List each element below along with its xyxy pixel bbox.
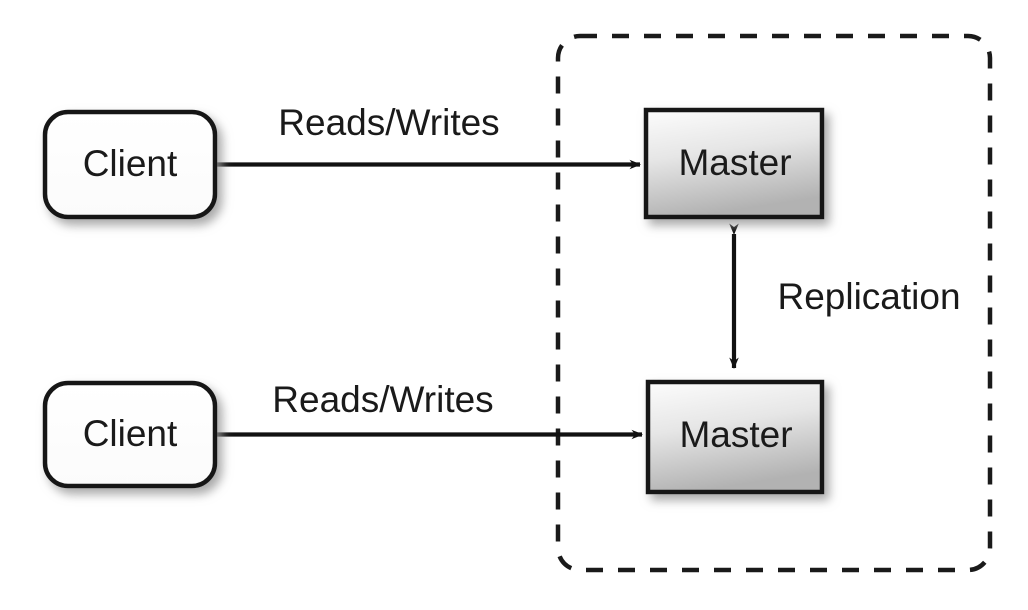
master-top-box[interactable] [643,107,825,220]
master-top-label: Master [678,142,791,183]
node-client-top[interactable]: Client [42,109,218,220]
master-bottom-box[interactable] [645,379,825,495]
client-top-box[interactable] [42,109,218,220]
edge-label-reads-writes-bottom: Reads/Writes [272,379,493,420]
master-bottom-label: Master [679,414,792,455]
node-master-top[interactable]: Master [643,107,825,220]
node-client-bottom[interactable]: Client [42,380,218,489]
edge-label-reads-writes-top: Reads/Writes [278,102,499,143]
client-top-label: Client [83,143,178,184]
replication-cluster-boundary [555,33,993,573]
client-bottom-box[interactable] [42,380,218,489]
node-master-bottom[interactable]: Master [645,379,825,495]
edge-label-replication: Replication [777,276,960,317]
client-bottom-label: Client [83,413,178,454]
